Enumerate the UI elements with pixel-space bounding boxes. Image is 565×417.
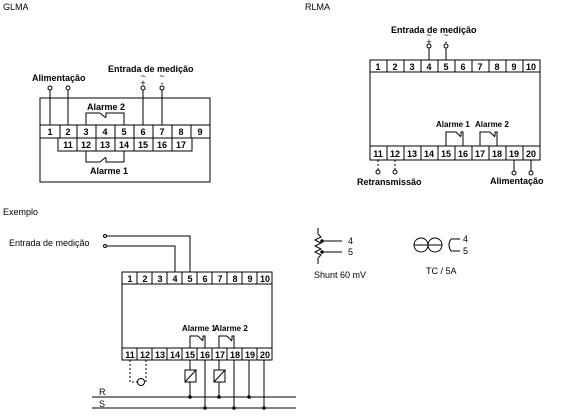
glma-top-2: 2 [65,127,70,137]
rlma-diagram [369,43,541,176]
ex-top-10: 10 [260,274,270,284]
rlma-retransmissao-label: Retransmissão [357,177,422,187]
rlma-bot-11: 11 [373,149,383,159]
rlma-bot-20: 20 [526,149,536,159]
ex-bot-15: 15 [185,350,195,360]
glma-entrada-label: Entrada de medição [108,64,194,74]
rlma-top-8: 8 [494,62,499,72]
rlma-top-6: 6 [460,62,465,72]
glma-alimentacao-label: Alimentação [32,73,86,83]
glma-top-5: 5 [121,127,126,137]
rlma-sym-plus: + [426,37,431,47]
rlma-bot-15: 15 [441,149,451,159]
ex-bot-12: 12 [140,350,150,360]
ex-s-label: S [99,399,105,409]
ex-top-4: 4 [172,274,177,284]
glma-bot-14: 14 [119,140,129,150]
glma-top-9: 9 [197,127,202,137]
glma-top-7: 7 [159,127,164,137]
rlma-housing [369,59,541,161]
glma-sym-ac2: ~ [159,71,164,81]
ex-top-7: 7 [217,274,222,284]
ex-bot-13: 13 [155,350,165,360]
rlma-bot-19: 19 [509,149,519,159]
rlma-alarme2-label: Alarme 2 [475,120,509,129]
glma-housing [39,97,211,183]
rlma-top-7: 7 [477,62,482,72]
glma-bot-17: 17 [176,140,186,150]
shunt-symbol [313,228,342,264]
glma-bot-12: 12 [81,140,91,150]
tc-pin4: 4 [463,234,468,244]
rlma-title: RLMA [305,2,331,12]
exemplo-title: Exemplo [3,207,39,217]
ex-bot-17: 17 [215,350,225,360]
glma-bot-16: 16 [157,140,167,150]
rlma-top-2: 2 [392,62,397,72]
rlma-bot-14: 14 [424,149,434,159]
glma-alarme2-label: Alarme 2 [87,102,125,112]
glma-bot-13: 13 [100,140,110,150]
ex-bot-14: 14 [170,350,180,360]
rlma-bot-17: 17 [475,149,485,159]
shunt-pin4: 4 [348,236,353,246]
exemplo-housing [121,271,273,361]
rlma-bot-12: 12 [390,149,400,159]
ex-r-label: R [99,387,106,397]
ex-bot-11: 11 [125,350,135,360]
ex-top-1: 1 [127,274,132,284]
ex-bot-20: 20 [260,350,270,360]
shunt-label: Shunt 60 mV [314,270,366,280]
rlma-top-9: 9 [511,62,516,72]
ex-bot-19: 19 [245,350,255,360]
rlma-top-3: 3 [409,62,414,72]
exemplo-diagram [92,234,296,409]
glma-top-8: 8 [178,127,183,137]
ex-bot-16: 16 [200,350,210,360]
glma-diagram [39,85,211,183]
glma-top-1: 1 [47,127,52,137]
rlma-sym-ac1: ~ [426,30,431,40]
ex-top-2: 2 [142,274,147,284]
rlma-entrada-label: Entrada de medição [391,25,477,35]
ex-entrada-label: Entrada de medição [9,238,90,248]
rlma-sym-ac2: ~ [443,30,448,40]
rlma-bot-13: 13 [407,149,417,159]
ex-top-9: 9 [247,274,252,284]
ex-top-3: 3 [157,274,162,284]
rlma-sym-minus: - [445,37,448,47]
glma-bot-11: 11 [63,140,73,150]
rlma-top-4: 4 [426,62,431,72]
ex-bot-18: 18 [230,350,240,360]
glma-top-4: 4 [102,127,107,137]
ex-top-8: 8 [232,274,237,284]
rlma-top-10: 10 [526,62,536,72]
tc-pin5: 5 [463,246,468,256]
tc-label: TC / 5A [426,266,457,276]
rlma-top-1: 1 [375,62,380,72]
glma-title: GLMA [3,2,29,12]
glma-sym-ac1: ~ [140,71,145,81]
rlma-top-5: 5 [443,62,448,72]
ex-top-5: 5 [187,274,192,284]
glma-top-3: 3 [83,127,88,137]
glma-sym-plus: + [140,78,145,88]
rlma-alarme1-label: Alarme 1 [436,120,470,129]
tc-symbol [413,237,460,253]
glma-top-6: 6 [140,127,145,137]
rlma-bot-16: 16 [458,149,468,159]
ex-top-6: 6 [202,274,207,284]
ex-alarme1-label: Alarme 1 [182,324,216,333]
glma-sym-minus: - [161,78,164,88]
shunt-pin5: 5 [348,247,353,257]
ex-alarme2-label: Alarme 2 [214,324,248,333]
rlma-alimentacao-label: Alimentação [490,176,544,186]
glma-bot-15: 15 [138,140,148,150]
rlma-bot-18: 18 [492,149,502,159]
glma-alarme1-label: Alarme 1 [90,166,128,176]
